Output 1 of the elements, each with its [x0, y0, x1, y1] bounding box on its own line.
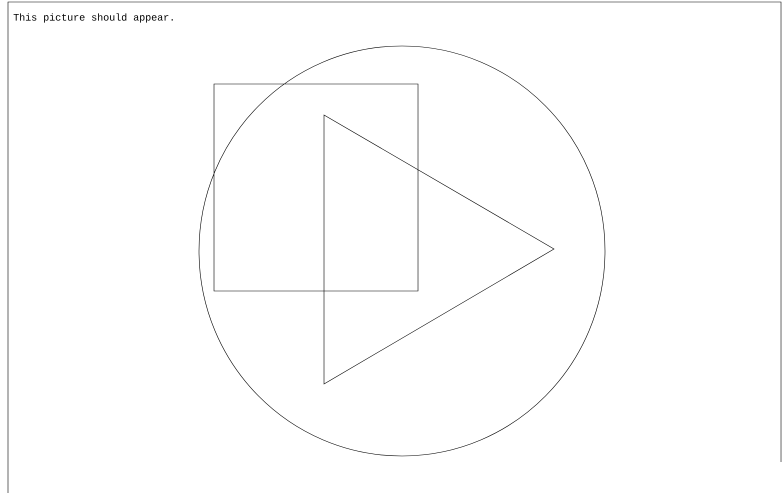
caption-text: This picture should appear.	[14, 13, 173, 23]
